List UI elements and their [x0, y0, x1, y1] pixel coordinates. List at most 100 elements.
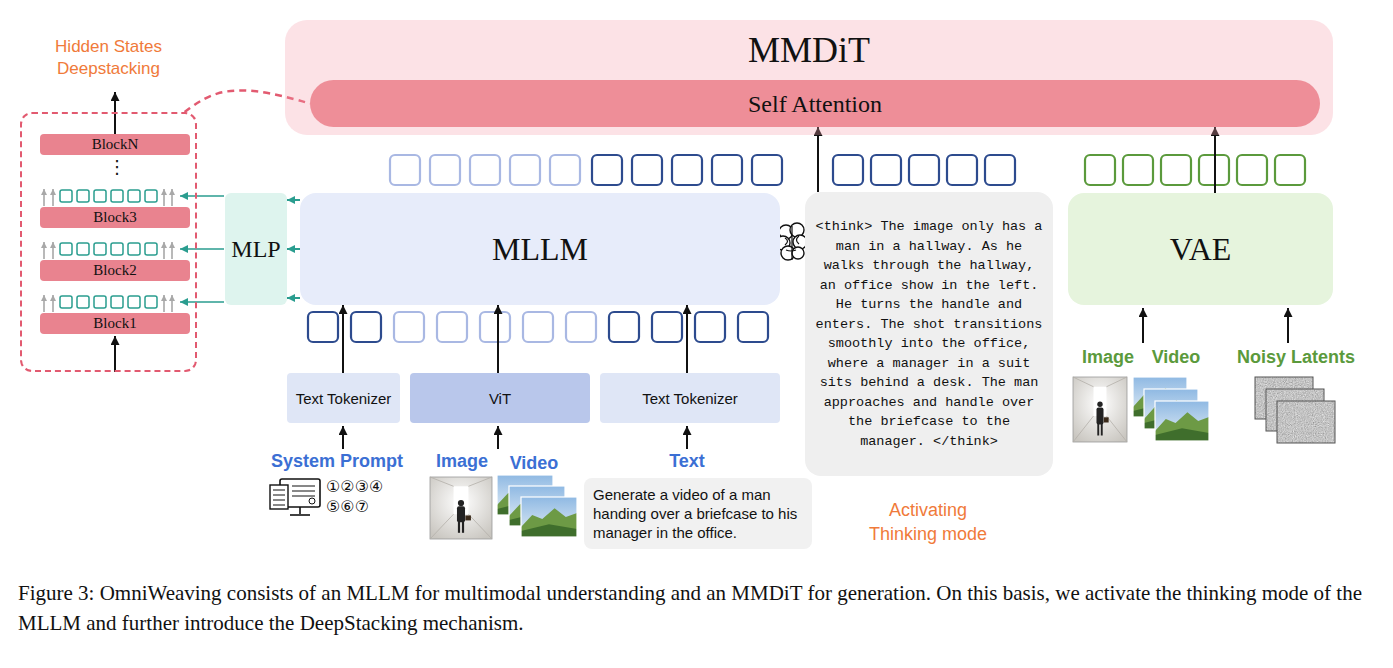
node-label: Self Attention [748, 89, 882, 119]
deepstack-group: Hidden States DeepstackingBlockNBlock3Bl… [20, 112, 197, 372]
screen-line [292, 491, 315, 492]
latent-token [1275, 155, 1305, 185]
hall-edge [468, 477, 492, 486]
hall-edge [1106, 377, 1127, 387]
thinking-token [833, 155, 863, 185]
encoder-box: ViT [410, 373, 590, 423]
output-token [390, 155, 420, 185]
node-label: ViT [489, 389, 511, 408]
document-line [273, 500, 285, 501]
flow-arrow [287, 297, 300, 299]
node-label: Generate a video of a man handing over a… [593, 485, 803, 542]
block-box: BlockN [40, 134, 190, 155]
hidden-state-token [128, 190, 140, 202]
hallway-image [430, 477, 492, 539]
node-label: MMDiT [748, 28, 870, 72]
hall-edge [1073, 416, 1094, 442]
output-token [672, 155, 702, 185]
image-frame [430, 477, 492, 539]
figure-body [1096, 408, 1103, 425]
briefcase [465, 515, 471, 520]
hallway-image [1073, 377, 1127, 442]
noise-border [1277, 401, 1335, 443]
output-token [712, 155, 742, 185]
residual-arrow [43, 242, 45, 259]
input-label: Text [657, 450, 717, 472]
latent-token [1237, 155, 1267, 185]
flow-arrow [1214, 127, 1216, 193]
hidden-state-token [145, 296, 157, 308]
hidden-state-token [145, 243, 157, 255]
input-token [652, 312, 682, 342]
hidden-state-token [60, 190, 72, 202]
residual-arrow [43, 295, 45, 312]
hall-edge [1073, 377, 1094, 387]
mode-label: Activating Thinking mode [863, 498, 993, 546]
output-token [510, 155, 540, 185]
thinking-box: <think> The image only has a man in a ha… [805, 192, 1053, 476]
hidden-state-token [94, 243, 106, 255]
hall-edge [1106, 416, 1127, 442]
output-token [550, 155, 580, 185]
latent-token [1123, 155, 1153, 185]
latent-token [1085, 155, 1115, 185]
hidden-state-token-row [60, 190, 157, 202]
input-token [351, 312, 381, 342]
hidden-state-token [77, 190, 89, 202]
input-token-row [308, 312, 768, 342]
input-arrow [686, 426, 688, 449]
video-frame [1155, 401, 1209, 441]
injection-arrow [180, 248, 224, 250]
input-label: Video [1145, 346, 1207, 368]
flow-arrow [287, 199, 300, 201]
brain-icon [776, 223, 807, 260]
output-token [430, 155, 460, 185]
screen-line [292, 496, 315, 497]
tokenizer-box: Text Tokenizer [600, 373, 780, 423]
output-token [752, 155, 782, 185]
residual-arrow [171, 295, 173, 312]
monitor-stand [299, 507, 301, 514]
flow-arrow [497, 305, 499, 373]
input-token [738, 312, 768, 342]
figure-head [458, 500, 464, 506]
hidden-state-token [145, 190, 157, 202]
brain-fold [785, 226, 799, 260]
callout-number: ①②③④ [326, 477, 416, 496]
latent-token [1161, 155, 1191, 185]
monitor-base [290, 514, 310, 516]
residual-arrow [52, 242, 54, 259]
hidden-state-token [111, 243, 123, 255]
frame-mountain [521, 508, 577, 537]
input-arrow [342, 426, 344, 449]
thinking-token [985, 155, 1015, 185]
node-label: Text Tokenizer [296, 389, 392, 408]
input-token [523, 312, 553, 342]
input-token [437, 312, 467, 342]
residual-arrow [163, 242, 165, 259]
residual-arrow [171, 189, 173, 206]
node-label: BlockN [92, 135, 139, 154]
hidden-state-token [60, 296, 72, 308]
prompt-box: Generate a video of a man handing over a… [584, 478, 812, 549]
thinking-token [947, 155, 977, 185]
residual-arrow [52, 189, 54, 206]
output-token [592, 155, 622, 185]
input-token [695, 312, 725, 342]
input-label: Image [1077, 346, 1139, 368]
frame-sky [1155, 401, 1209, 441]
input-arrow [1142, 308, 1144, 343]
residual-arrow [52, 295, 54, 312]
system-prompt-icon [270, 479, 320, 515]
hidden-state-token [77, 296, 89, 308]
screen-line [292, 486, 315, 487]
thinking-token [909, 155, 939, 185]
hall-edge [430, 514, 454, 539]
input-token [394, 312, 424, 342]
figure-caption: Figure 3: OmniWeaving consists of an MLL… [18, 578, 1378, 638]
node-label: VAE [1170, 230, 1232, 268]
input-token [609, 312, 639, 342]
residual-arrow [171, 242, 173, 259]
input-label: Video [504, 452, 564, 474]
